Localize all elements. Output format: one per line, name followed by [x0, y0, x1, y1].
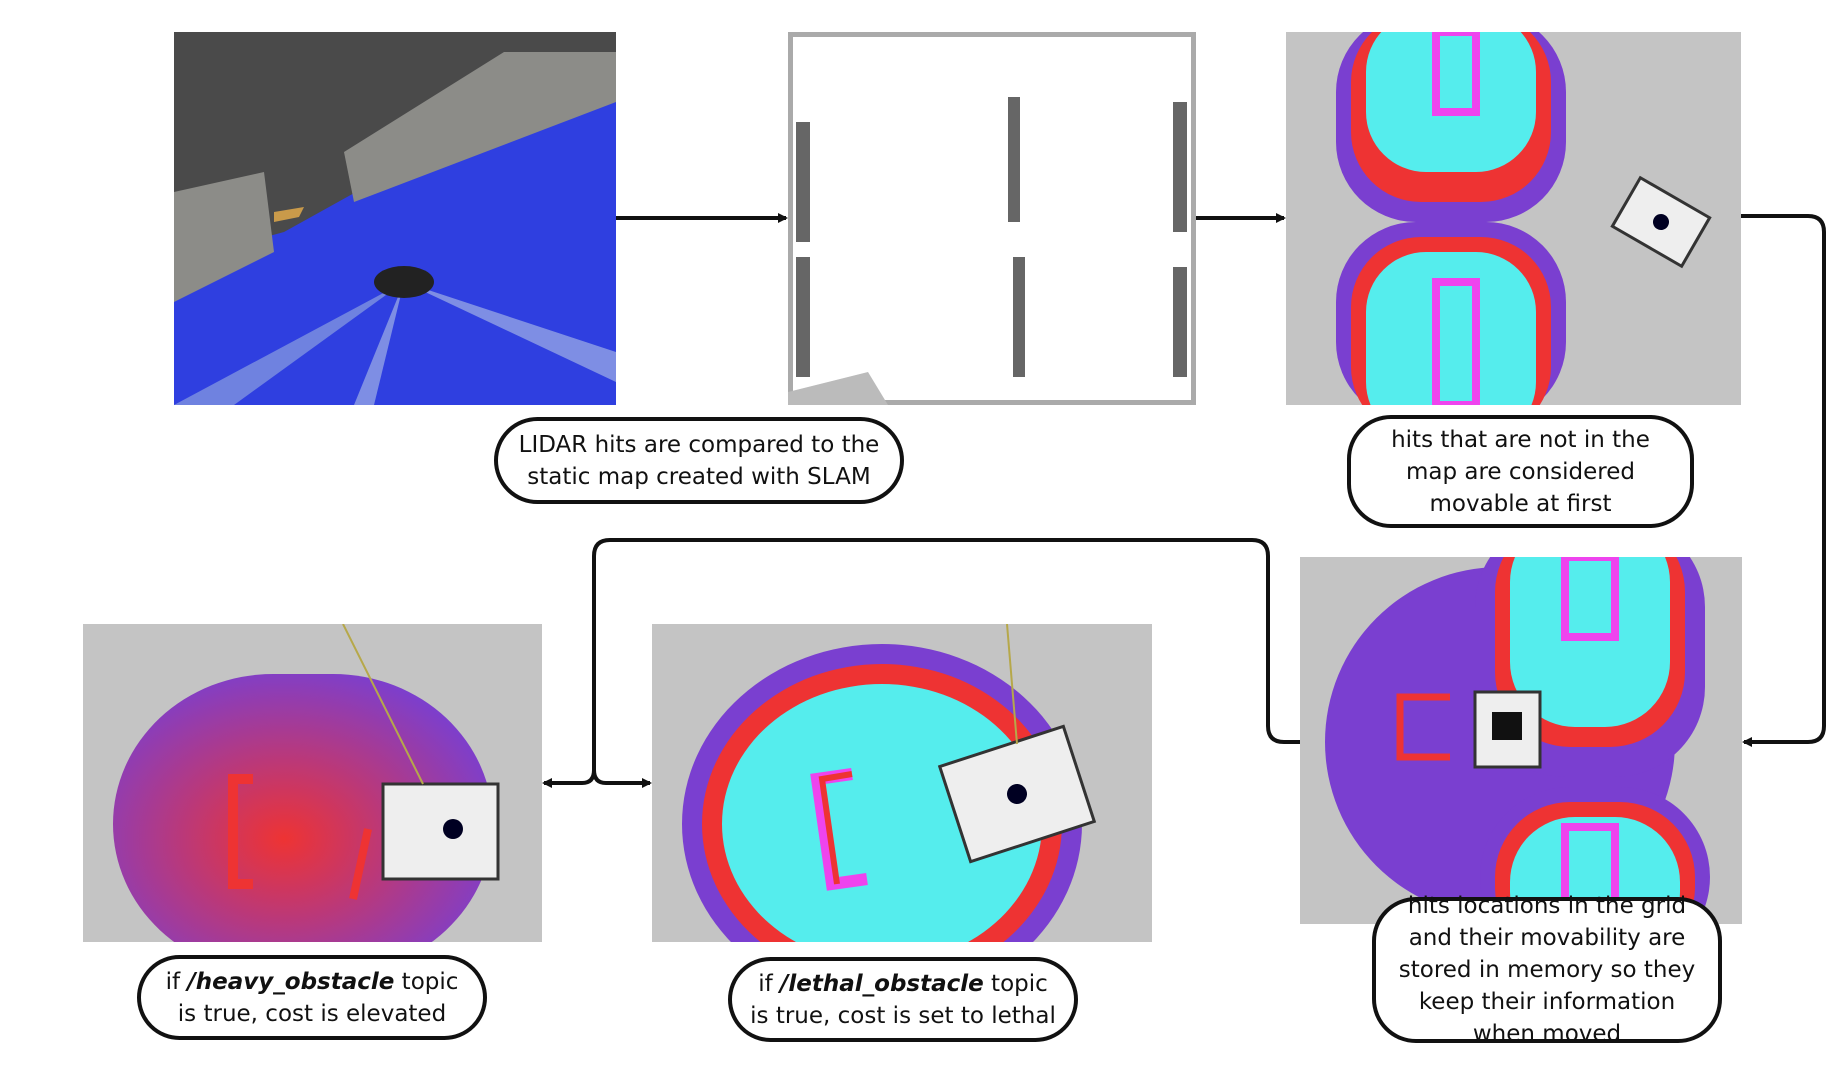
caption-text: LIDAR hits are compared to the static ma…	[518, 431, 880, 490]
caption-lethal-obstacle: if /lethal_obstacle topic is true, cost …	[728, 957, 1078, 1042]
costmap-stored-image	[1300, 557, 1742, 924]
caption-stored-memory: hits locations in the grid and their mov…	[1372, 893, 1722, 1047]
caption-prefix: if	[165, 968, 188, 995]
lidar-simulation-image	[174, 32, 616, 405]
caption-text: if /heavy_obstacle topic is true, cost i…	[155, 966, 469, 1030]
lethal-obstacle-costmap-image	[652, 624, 1152, 942]
costmap-movable-image	[1286, 32, 1741, 405]
caption-movable-first: hits that are not in the map are conside…	[1347, 415, 1694, 528]
caption-lidar-compare: LIDAR hits are compared to the static ma…	[494, 417, 904, 504]
static-slam-map-image	[788, 32, 1196, 405]
topic-name: /heavy_obstacle	[187, 968, 395, 995]
caption-prefix: if	[758, 970, 780, 997]
caption-text: hits that are not in the map are conside…	[1391, 426, 1650, 517]
caption-text: if /lethal_obstacle topic is true, cost …	[746, 968, 1060, 1032]
heavy-obstacle-costmap-image	[83, 624, 542, 942]
arrow-costmap-to-stored	[1741, 214, 1826, 747]
caption-suffix: topic is true, cost is elevated	[177, 968, 459, 1027]
arrow-to-lethal	[592, 769, 652, 788]
topic-name: /lethal_obstacle	[780, 970, 984, 997]
caption-heavy-obstacle: if /heavy_obstacle topic is true, cost i…	[137, 955, 487, 1040]
caption-text: hits locations in the grid and their mov…	[1398, 893, 1696, 1047]
caption-suffix: topic is true, cost is set to lethal	[750, 970, 1056, 1029]
